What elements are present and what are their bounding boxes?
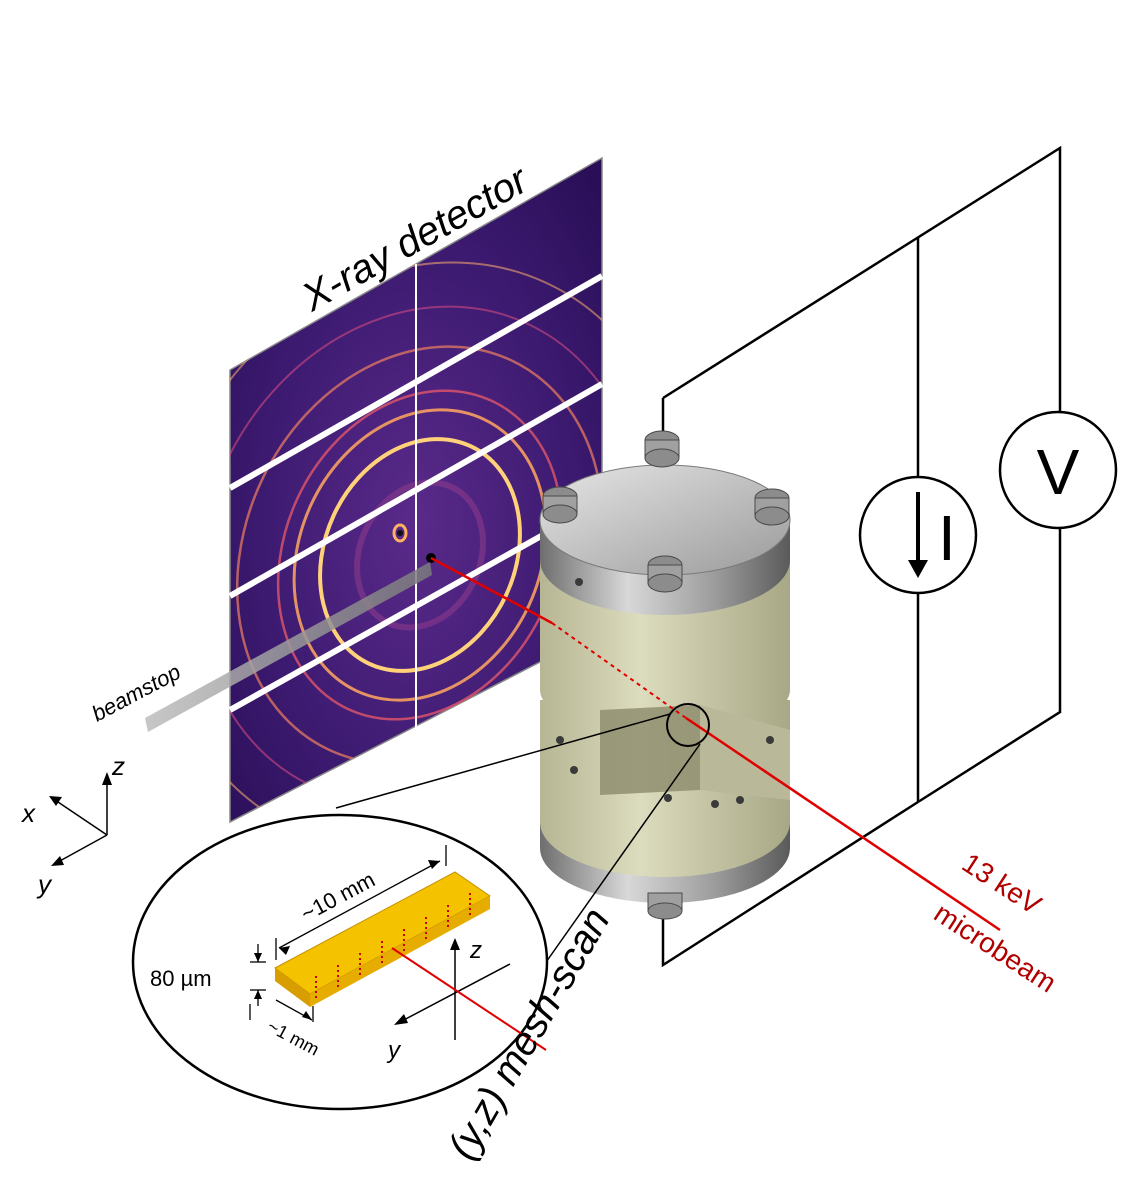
inset-z-label: z: [469, 937, 482, 964]
axis-x-label: x: [20, 798, 36, 828]
inset-y-label: y: [386, 1037, 402, 1064]
xray-beam: [430, 556, 1001, 932]
current-label: I: [938, 502, 956, 574]
circuit-wires: [661, 145, 1062, 968]
beam-name-label: microbeam: [929, 897, 1062, 998]
axis-y-label: y: [36, 869, 53, 899]
beamstop-rod: [145, 562, 432, 732]
voltmeter-icon: [998, 410, 1118, 530]
screw-holes: [556, 578, 774, 808]
coordinate-axes: [54, 780, 108, 863]
voltage-label: V: [1037, 436, 1080, 508]
sample-cell: [539, 430, 791, 920]
axis-z-label: z: [111, 751, 125, 781]
xray-detector: [228, 156, 604, 824]
sample-focus-circle: [666, 703, 710, 747]
sample-inset: ~10 mm 80 µm ~1 mm z y: [131, 813, 549, 1111]
cap-bolts: [542, 430, 790, 593]
zoom-lines: [335, 713, 701, 983]
thickness-label: 80 µm: [150, 966, 212, 991]
mesh-points: [315, 893, 471, 1000]
current-source-icon: [858, 475, 978, 595]
